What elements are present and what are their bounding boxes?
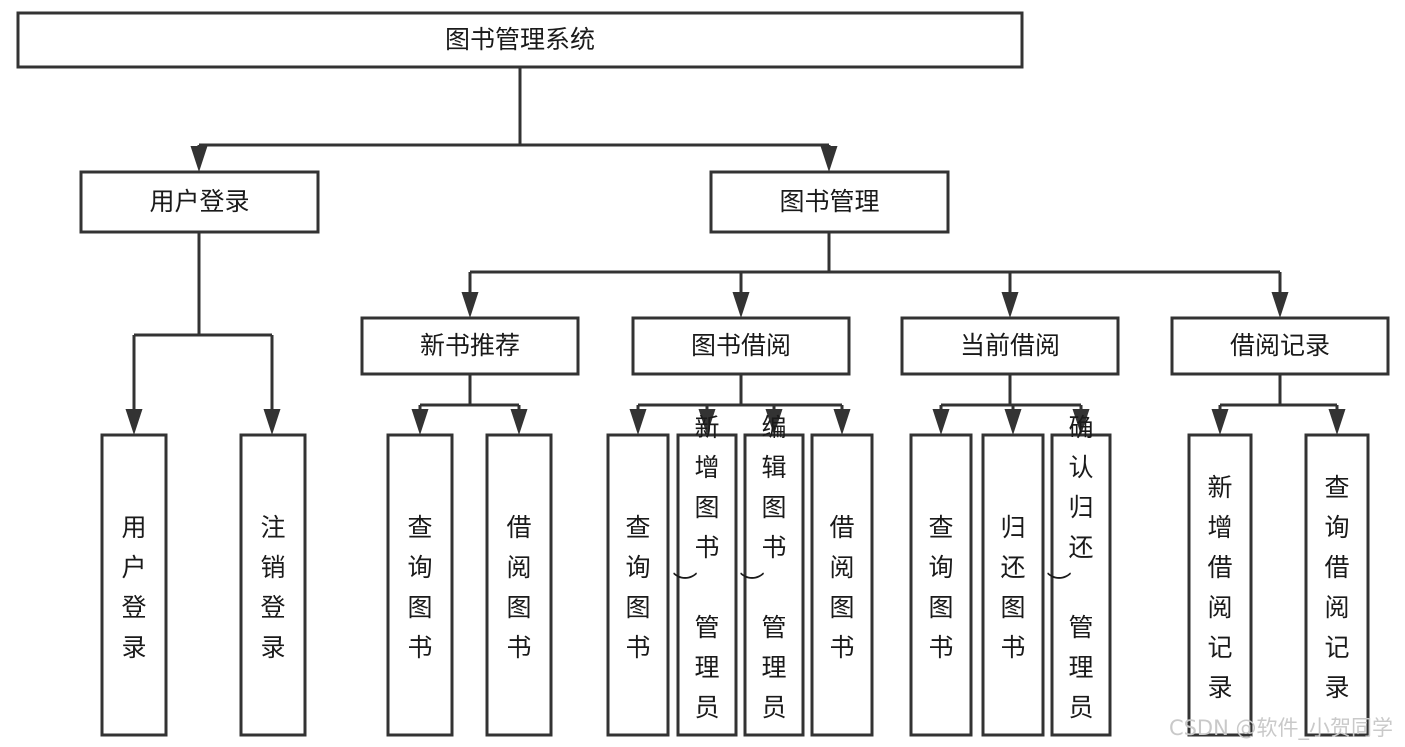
node-box[interactable] (485, 433, 553, 737)
arrow-head-icon (190, 146, 208, 172)
node-leaf-query-borrow-record[interactable]: 查询借阅记录 (1304, 433, 1370, 737)
connector-borrow-record-to-leaves (1211, 374, 1346, 435)
node-leaf-return-book[interactable]: 归还图书 (981, 433, 1045, 737)
node-leaf-borrow-book-1[interactable]: 借阅图书 (485, 433, 553, 737)
arrow-head-icon (1328, 409, 1346, 435)
arrow-head-icon (629, 409, 647, 435)
node-label: 确认归还（管理员） (1045, 413, 1093, 747)
node-box[interactable] (606, 433, 670, 737)
node-box[interactable] (100, 433, 168, 737)
node-box[interactable] (676, 433, 738, 737)
node-box[interactable] (79, 170, 320, 234)
node-leaf-query-book-3[interactable]: 查询图书 (909, 433, 973, 737)
connector-new-book-to-leaves (411, 374, 528, 435)
arrow-head-icon (765, 409, 783, 435)
node-box[interactable] (810, 433, 874, 737)
node-leaf-add-borrow-record[interactable]: 新增借阅记录 (1187, 433, 1253, 737)
node-label: 新增借阅记录 (1207, 473, 1232, 702)
node-label: 新增图书（管理员） (671, 413, 719, 747)
node-leaf-logout-login[interactable]: 注销登录 (239, 433, 307, 737)
node-box[interactable] (1187, 433, 1253, 737)
arrow-head-icon (732, 292, 750, 318)
arrow-head-icon (1001, 292, 1019, 318)
node-leaf-query-book-1[interactable]: 查询图书 (386, 433, 454, 737)
node-box[interactable] (386, 433, 454, 737)
node-root[interactable]: 图书管理系统 (16, 11, 1024, 69)
arrow-head-icon (510, 409, 528, 435)
node-label: 查询图书 (928, 513, 953, 662)
connector-user-login-to-leaves (125, 232, 281, 435)
node-label: 借阅记录 (1230, 331, 1330, 360)
node-borrow-record[interactable]: 借阅记录 (1170, 316, 1390, 376)
node-label: 查询图书 (407, 513, 432, 662)
node-box[interactable] (709, 170, 950, 234)
node-label: 归还图书 (1000, 513, 1025, 662)
node-new-book-recommend[interactable]: 新书推荐 (360, 316, 580, 376)
node-box[interactable] (1304, 433, 1370, 737)
node-current-borrow[interactable]: 当前借阅 (900, 316, 1120, 376)
node-box[interactable] (981, 433, 1045, 737)
node-label: 图书借阅 (691, 331, 791, 360)
node-label: 查询借阅记录 (1324, 473, 1349, 702)
node-leaf-borrow-book-2[interactable]: 借阅图书 (810, 433, 874, 737)
nodes-layer: 图书管理系统用户登录图书管理新书推荐图书借阅当前借阅借阅记录用户登录注销登录查询… (16, 11, 1390, 747)
node-leaf-confirm-return-admin[interactable]: 确认归还（管理员） (1045, 413, 1112, 747)
node-label: 用户登录 (121, 513, 146, 662)
node-label: 注销登录 (260, 513, 285, 662)
node-leaf-edit-book-admin[interactable]: 编辑图书（管理员） (738, 413, 805, 747)
node-label: 借阅图书 (506, 513, 531, 662)
node-box[interactable] (631, 316, 851, 376)
node-box[interactable] (360, 316, 580, 376)
arrow-head-icon (698, 409, 716, 435)
arrow-head-icon (263, 409, 281, 435)
node-label: 图书管理 (779, 187, 879, 216)
arrow-head-icon (820, 146, 838, 172)
node-box[interactable] (909, 433, 973, 737)
arrow-head-icon (932, 409, 950, 435)
arrow-head-icon (1211, 409, 1229, 435)
csdn-watermark: CSDN @软件_小贺同学 (1169, 716, 1393, 741)
arrow-head-icon (411, 409, 429, 435)
arrow-head-icon (833, 409, 851, 435)
connector-root-to-level2 (190, 67, 838, 172)
arrow-head-icon (461, 292, 479, 318)
node-box[interactable] (239, 433, 307, 737)
connector-book-manage-to-level3 (461, 232, 1289, 318)
node-box[interactable] (16, 11, 1024, 69)
arrow-head-icon (1004, 409, 1022, 435)
arrow-head-icon (1072, 409, 1090, 435)
arrow-head-icon (1271, 292, 1289, 318)
node-box[interactable] (1170, 316, 1390, 376)
node-label: 用户登录 (149, 187, 249, 216)
node-box[interactable] (743, 433, 805, 737)
node-label: 当前借阅 (960, 331, 1060, 360)
node-leaf-user-login[interactable]: 用户登录 (100, 433, 168, 737)
node-user-login[interactable]: 用户登录 (79, 170, 320, 234)
node-label: 图书管理系统 (445, 25, 595, 54)
node-box[interactable] (1050, 433, 1112, 737)
node-label: 新书推荐 (420, 331, 520, 360)
node-box[interactable] (900, 316, 1120, 376)
connectors-layer (125, 67, 1346, 435)
connector-current-borrow-to-leaves (932, 374, 1090, 435)
node-label: 查询图书 (625, 513, 650, 662)
connector-book-borrow-to-leaves (629, 374, 851, 435)
node-leaf-query-book-2[interactable]: 查询图书 (606, 433, 670, 737)
node-book-borrow[interactable]: 图书借阅 (631, 316, 851, 376)
node-label: 借阅图书 (829, 513, 854, 662)
node-label: 编辑图书（管理员） (738, 413, 786, 747)
node-leaf-add-book-admin[interactable]: 新增图书（管理员） (671, 413, 738, 747)
node-book-manage[interactable]: 图书管理 (709, 170, 950, 234)
arrow-head-icon (125, 409, 143, 435)
